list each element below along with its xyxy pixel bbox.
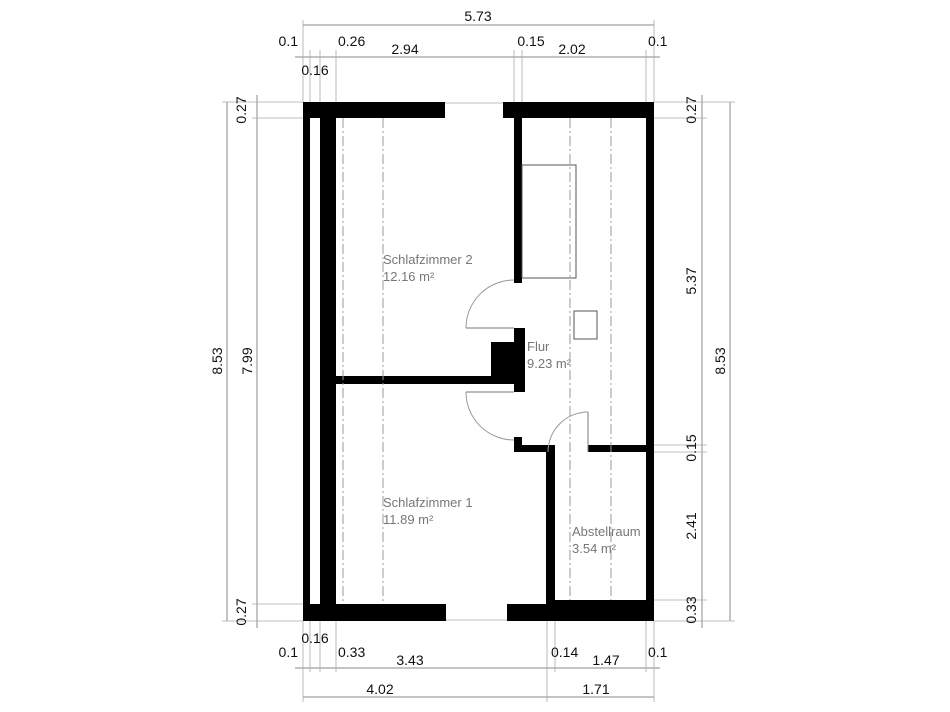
dim-right: 0.33 bbox=[683, 596, 699, 623]
room-name: Abstellraum bbox=[572, 524, 641, 539]
room-area: 3.54 m² bbox=[572, 541, 617, 556]
dimension-lines bbox=[222, 20, 735, 702]
dim-right: 5.37 bbox=[683, 267, 699, 294]
room-name: Schlafzimmer 2 bbox=[383, 252, 473, 267]
dim-top: 0.16 bbox=[301, 62, 328, 78]
dim-left: 0.27 bbox=[233, 598, 249, 625]
dim-top: 2.94 bbox=[391, 41, 418, 57]
dim-right: 2.41 bbox=[683, 512, 699, 539]
doors bbox=[465, 279, 589, 453]
dim-bottom-total: 4.02 bbox=[366, 681, 393, 697]
walls bbox=[303, 102, 654, 621]
room-area: 11.89 m² bbox=[383, 512, 434, 527]
dim-bottom-total: 1.71 bbox=[582, 681, 609, 697]
dim-left: 0.27 bbox=[233, 96, 249, 123]
dim-left-total: 8.53 bbox=[209, 347, 225, 374]
room-name: Flur bbox=[527, 339, 550, 354]
dim-right-total: 8.53 bbox=[712, 347, 728, 374]
dim-top: 0.1 bbox=[648, 33, 668, 49]
dim-top: 0.15 bbox=[517, 33, 544, 49]
room-name: Schlafzimmer 1 bbox=[383, 495, 473, 510]
slope-lines bbox=[342, 118, 612, 604]
dim-right: 0.15 bbox=[683, 434, 699, 461]
chimney bbox=[521, 164, 577, 279]
dim-bottom: 0.33 bbox=[338, 644, 365, 660]
dim-bottom: 0.1 bbox=[279, 644, 299, 660]
dim-bottom: 0.14 bbox=[551, 644, 578, 660]
dim-bottom: 0.16 bbox=[301, 630, 328, 646]
dim-top: 2.02 bbox=[558, 41, 585, 57]
dim-bottom: 1.47 bbox=[592, 652, 619, 668]
dim-top: 0.26 bbox=[338, 33, 365, 49]
dim-right: 0.27 bbox=[683, 96, 699, 123]
roof-window bbox=[573, 310, 598, 340]
room-area: 9.23 m² bbox=[527, 356, 572, 371]
dim-bottom: 0.1 bbox=[648, 644, 668, 660]
dim-top: 0.1 bbox=[279, 33, 299, 49]
room-area: 12.16 m² bbox=[383, 269, 435, 284]
dim-left: 7.99 bbox=[239, 347, 255, 374]
dim-top-total: 5.73 bbox=[464, 8, 491, 24]
dim-bottom: 3.43 bbox=[396, 652, 423, 668]
